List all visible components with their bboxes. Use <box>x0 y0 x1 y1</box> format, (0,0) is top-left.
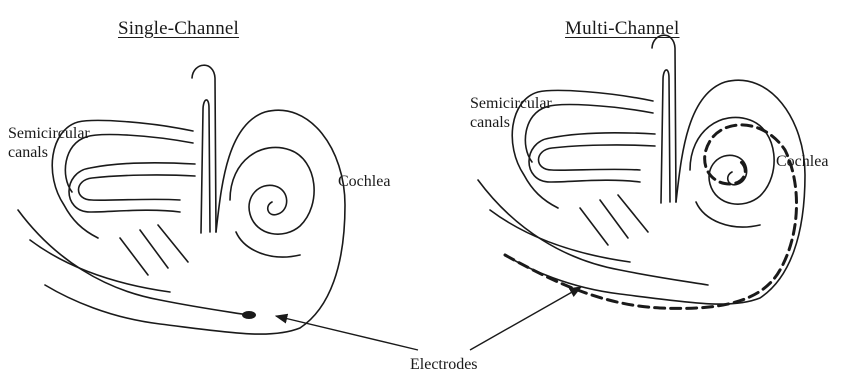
single-electrode <box>242 311 256 319</box>
arrow-single-electrode <box>276 316 418 350</box>
arrow-multi-electrode <box>470 287 581 350</box>
multi-channel-ear <box>478 35 805 308</box>
electrode-array <box>505 125 796 309</box>
single-channel-ear <box>18 65 345 334</box>
